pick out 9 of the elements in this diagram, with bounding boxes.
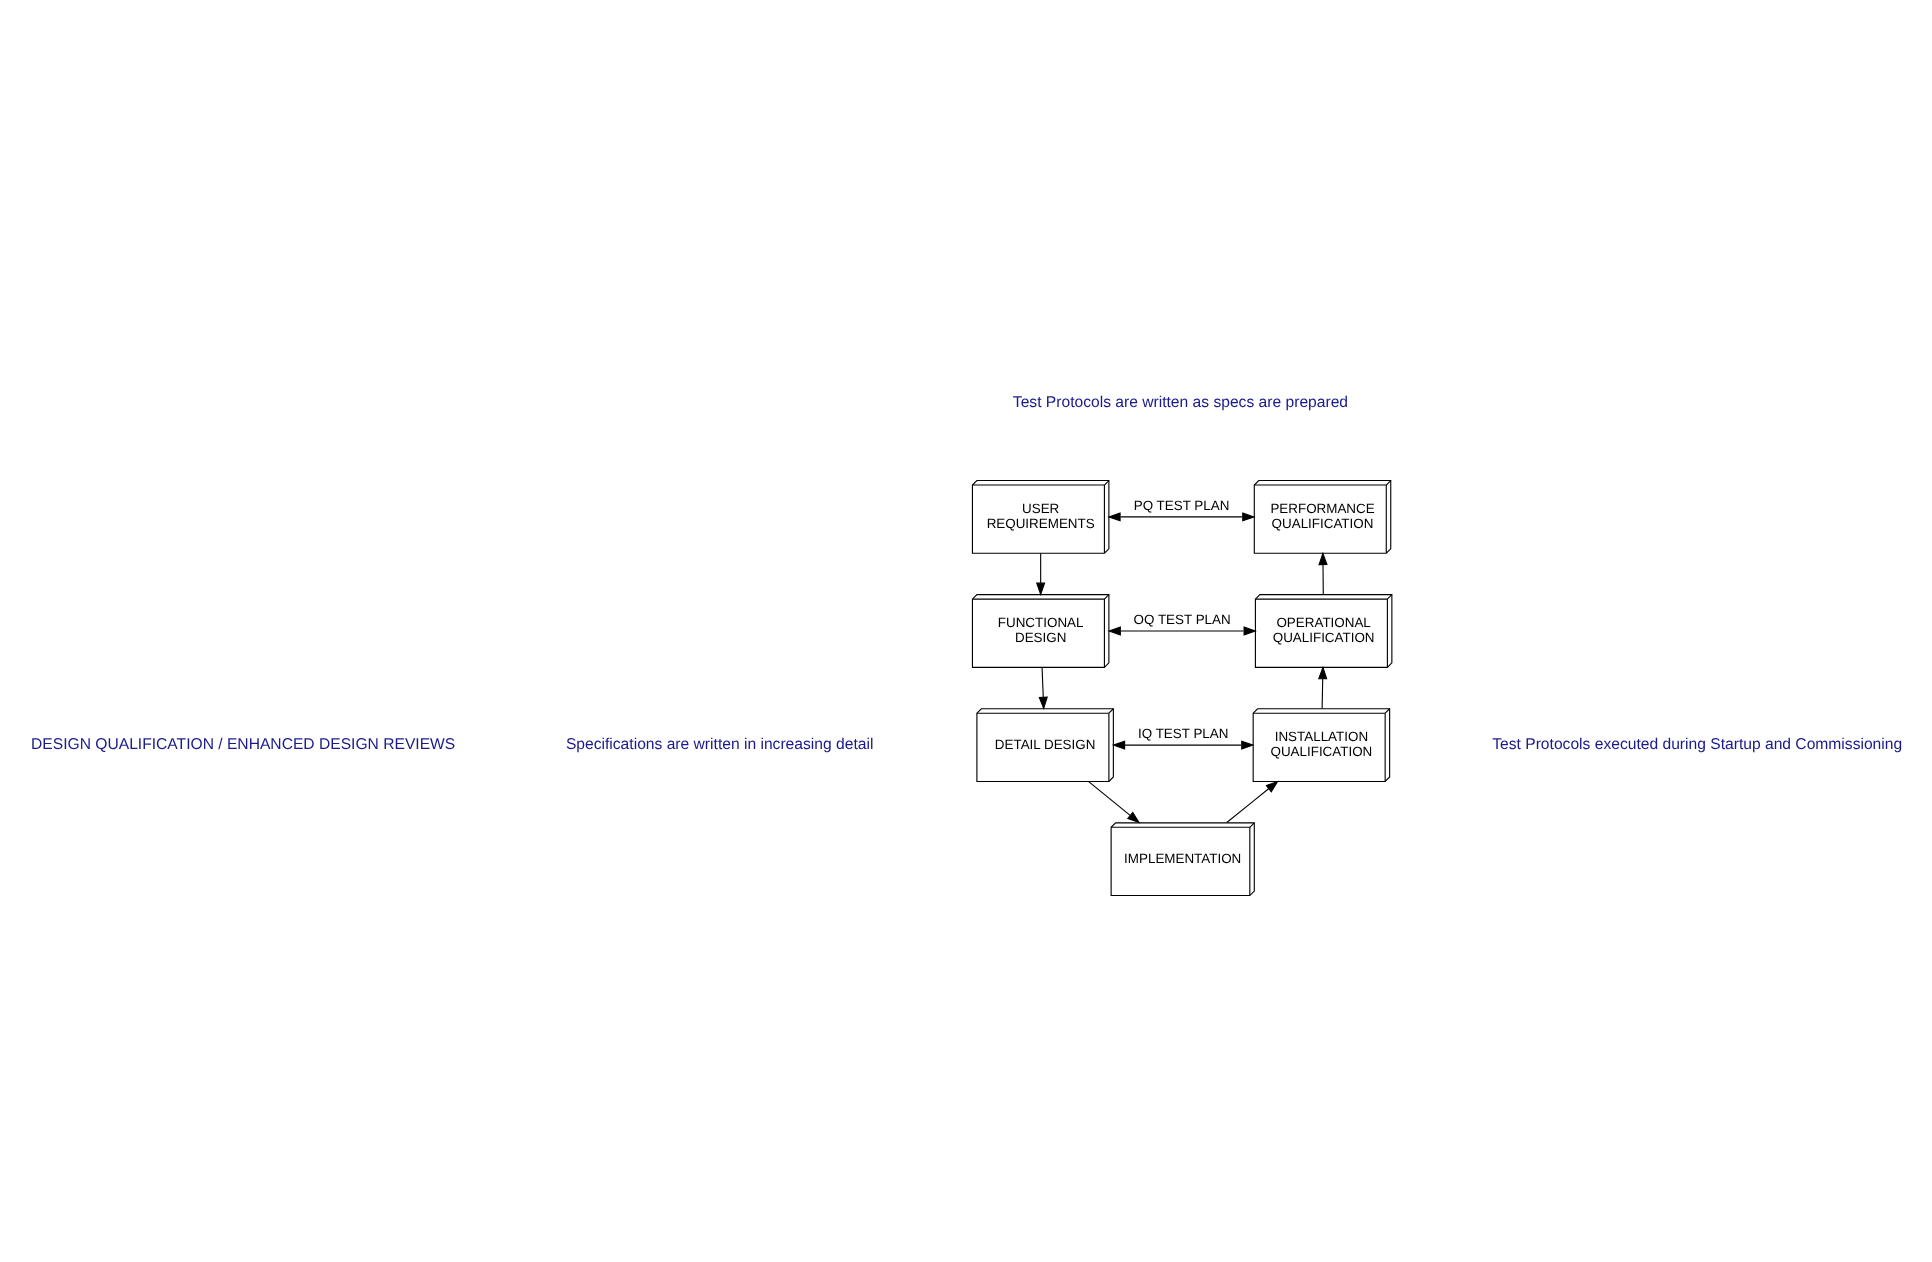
arrow xyxy=(1107,512,1256,522)
arrow xyxy=(1111,740,1255,750)
arrow xyxy=(1318,665,1328,709)
arrow xyxy=(1318,551,1328,595)
arrow xyxy=(1035,552,1046,597)
arrow xyxy=(1107,626,1257,636)
arrow xyxy=(1038,666,1048,711)
arrow xyxy=(1226,780,1279,824)
arrow xyxy=(1088,781,1141,824)
